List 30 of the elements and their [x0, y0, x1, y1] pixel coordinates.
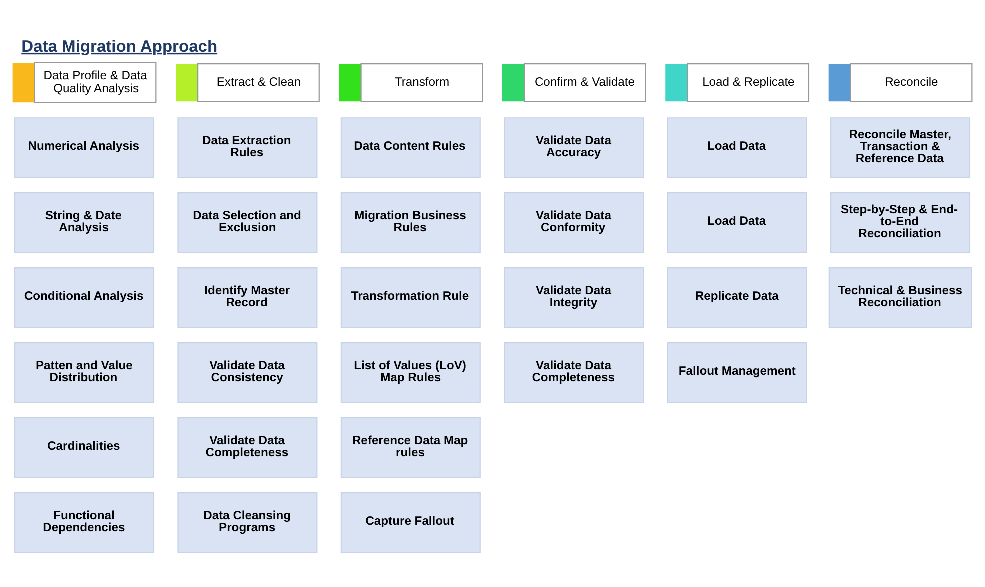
node-box: Validate Data Completeness	[178, 417, 318, 478]
node-box: Technical & Business Reconciliation	[828, 267, 972, 328]
node-box: Data Extraction Rules	[178, 117, 318, 178]
node-box: Load Data	[667, 192, 808, 253]
node-box: Data Content Rules	[340, 117, 481, 178]
node-box: Reconcile Master, Transaction & Reference Data	[830, 117, 971, 178]
node-box: Data Selection and Exclusion	[178, 192, 318, 253]
node-box: Patten and Value Distribution	[14, 342, 155, 403]
node-box: Reference Data Map rules	[340, 417, 481, 478]
node-box: Cardinalities	[14, 417, 155, 478]
node-box: Load Data	[667, 117, 808, 178]
node-box: Replicate Data	[667, 267, 808, 328]
node-box: Functional Dependencies	[14, 492, 155, 553]
node-box: Numerical Analysis	[14, 117, 155, 178]
node-box: Step-by-Step & End-to-End Reconciliation	[830, 192, 971, 253]
node-box: Capture Fallout	[340, 492, 481, 553]
node-box: Validate Data Consistency	[178, 342, 318, 403]
node-box: Validate Data Accuracy	[504, 117, 644, 178]
node-box: List of Values (LoV) Map Rules	[340, 342, 481, 403]
node-box: String & Date Analysis	[14, 192, 155, 253]
node-box: Data Cleansing Programs	[178, 492, 318, 553]
diagram-title: Data Migration Approach	[22, 36, 218, 56]
node-box: Identify Master Record	[178, 267, 318, 328]
node-box: Conditional Analysis	[14, 267, 155, 328]
node-box: Validate Data Conformity	[504, 192, 644, 253]
node-box: Validate Data Completeness	[504, 342, 644, 403]
node-box: Transformation Rule	[340, 267, 481, 328]
node-box: Fallout Management	[667, 342, 808, 403]
node-box: Validate Data Integrity	[504, 267, 644, 328]
node-box: Migration Business Rules	[340, 192, 481, 253]
